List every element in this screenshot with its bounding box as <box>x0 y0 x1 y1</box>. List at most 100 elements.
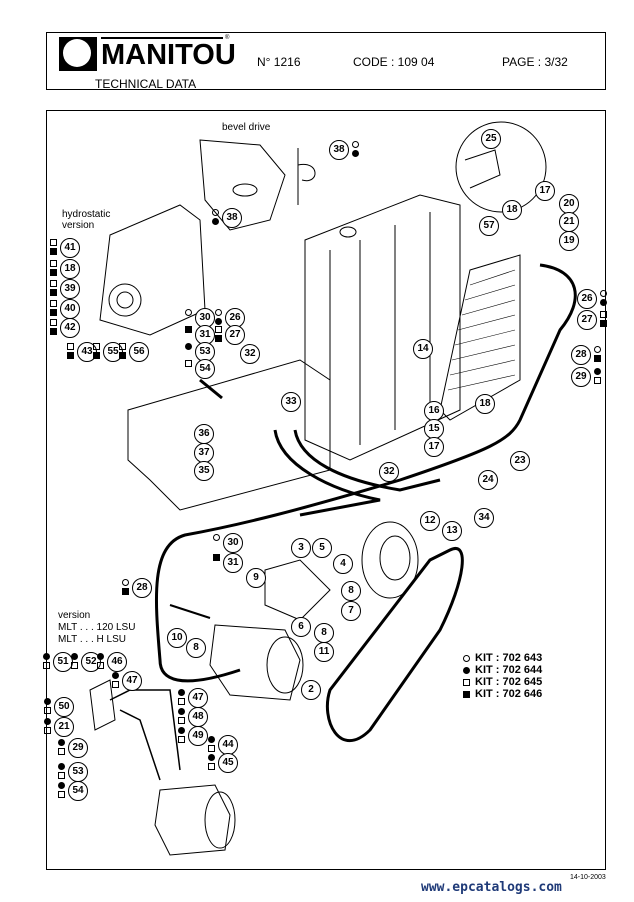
part-callout-39[interactable]: 39 <box>60 279 80 299</box>
document-code: CODE : 109 04 <box>353 55 435 69</box>
part-callout-38[interactable]: 38 <box>329 140 349 160</box>
part-callout-26[interactable]: 26 <box>225 308 245 328</box>
part-callout-32[interactable]: 32 <box>240 344 260 364</box>
open-square-icon <box>185 360 192 367</box>
part-callout-41[interactable]: 41 <box>60 238 80 258</box>
part-callout-33[interactable]: 33 <box>281 392 301 412</box>
part-callout-49[interactable]: 49 <box>188 726 208 746</box>
part-callout-21[interactable]: 21 <box>559 212 579 232</box>
part-callout-20[interactable]: 20 <box>559 194 579 214</box>
part-callout-54[interactable]: 54 <box>195 359 215 379</box>
kit-legend: KIT : 702 643 KIT : 702 644 KIT : 702 64… <box>463 652 542 700</box>
part-callout-3[interactable]: 3 <box>291 538 311 558</box>
part-callout-50[interactable]: 50 <box>54 697 74 717</box>
part-callout-48[interactable]: 48 <box>188 707 208 727</box>
part-callout-9[interactable]: 9 <box>246 568 266 588</box>
part-callout-11[interactable]: 11 <box>314 642 334 662</box>
part-callout-36[interactable]: 36 <box>194 424 214 444</box>
filled-circle-icon <box>594 368 601 375</box>
part-callout-47[interactable]: 47 <box>188 688 208 708</box>
part-callout-18[interactable]: 18 <box>60 259 80 279</box>
filled-square-icon <box>213 554 220 561</box>
part-callout-56[interactable]: 56 <box>129 342 149 362</box>
part-callout-44[interactable]: 44 <box>218 735 238 755</box>
open-square-icon <box>97 662 104 669</box>
part-callout-10[interactable]: 10 <box>167 628 187 648</box>
part-callout-4[interactable]: 4 <box>333 554 353 574</box>
open-circle-icon <box>594 346 601 353</box>
part-callout-15[interactable]: 15 <box>424 419 444 439</box>
part-callout-30[interactable]: 30 <box>223 533 243 553</box>
part-callout-37[interactable]: 37 <box>194 443 214 463</box>
part-callout-6[interactable]: 6 <box>291 617 311 637</box>
part-callout-23[interactable]: 23 <box>510 451 530 471</box>
part-callout-27[interactable]: 27 <box>577 310 597 330</box>
legend-text: KIT : 702 646 <box>475 688 543 700</box>
open-square-icon <box>208 763 215 770</box>
part-callout-34[interactable]: 34 <box>474 508 494 528</box>
open-square-icon <box>178 736 185 743</box>
open-square-icon <box>58 791 65 798</box>
open-square-icon <box>112 681 119 688</box>
filled-square-icon <box>50 289 57 296</box>
part-callout-35[interactable]: 35 <box>194 461 214 481</box>
part-callout-29[interactable]: 29 <box>571 367 591 387</box>
part-callout-29[interactable]: 29 <box>68 738 88 758</box>
part-callout-26[interactable]: 26 <box>577 289 597 309</box>
mounting-bracket <box>264 559 331 621</box>
part-callout-40[interactable]: 40 <box>60 299 80 319</box>
part-callout-8[interactable]: 8 <box>186 638 206 658</box>
website-watermark[interactable]: www.epcatalogs.com <box>421 880 562 895</box>
part-callout-17[interactable]: 17 <box>535 181 555 201</box>
open-square-icon <box>50 260 57 267</box>
legend-item: KIT : 702 646 <box>463 688 542 700</box>
part-callout-13[interactable]: 13 <box>442 521 462 541</box>
open-square-icon <box>71 662 78 669</box>
part-callout-38[interactable]: 38 <box>222 208 242 228</box>
open-square-icon <box>44 707 51 714</box>
legend-text: KIT : 702 644 <box>475 664 543 676</box>
filled-square-icon <box>215 335 222 342</box>
part-callout-31[interactable]: 31 <box>223 553 243 573</box>
open-square-icon <box>600 311 607 318</box>
part-callout-42[interactable]: 42 <box>60 318 80 338</box>
filled-circle-icon <box>212 218 219 225</box>
part-callout-28[interactable]: 28 <box>132 578 152 598</box>
filled-square-icon <box>50 309 57 316</box>
part-callout-51[interactable]: 51 <box>53 652 73 672</box>
part-callout-57[interactable]: 57 <box>479 216 499 236</box>
filled-square-icon <box>93 352 100 359</box>
brand-name: MANITOU <box>101 39 236 71</box>
part-callout-18[interactable]: 18 <box>475 394 495 414</box>
part-callout-32[interactable]: 32 <box>379 462 399 482</box>
part-callout-25[interactable]: 25 <box>481 129 501 149</box>
part-callout-28[interactable]: 28 <box>571 345 591 365</box>
part-callout-54[interactable]: 54 <box>68 781 88 801</box>
hydrostatic-label: hydrostatic <box>62 209 111 220</box>
part-callout-45[interactable]: 45 <box>218 753 238 773</box>
part-callout-19[interactable]: 19 <box>559 231 579 251</box>
filled-circle-icon <box>43 653 50 660</box>
filled-square-icon <box>122 588 129 595</box>
filled-circle-icon <box>58 739 65 746</box>
part-callout-8[interactable]: 8 <box>314 623 334 643</box>
part-callout-24[interactable]: 24 <box>478 470 498 490</box>
part-callout-53[interactable]: 53 <box>68 762 88 782</box>
part-callout-47[interactable]: 47 <box>122 671 142 691</box>
part-callout-7[interactable]: 7 <box>341 601 361 621</box>
part-callout-14[interactable]: 14 <box>413 339 433 359</box>
part-callout-16[interactable]: 16 <box>424 401 444 421</box>
part-callout-2[interactable]: 2 <box>301 680 321 700</box>
part-callout-17[interactable]: 17 <box>424 437 444 457</box>
part-callout-5[interactable]: 5 <box>312 538 332 558</box>
part-callout-12[interactable]: 12 <box>420 511 440 531</box>
logo-rule <box>101 37 223 39</box>
part-callout-18[interactable]: 18 <box>502 200 522 220</box>
part-callout-8[interactable]: 8 <box>341 581 361 601</box>
part-callout-21[interactable]: 21 <box>54 717 74 737</box>
filled-square-icon <box>600 320 607 327</box>
open-square-icon <box>50 280 57 287</box>
open-square-icon <box>58 748 65 755</box>
part-callout-46[interactable]: 46 <box>107 652 127 672</box>
part-callout-27[interactable]: 27 <box>225 325 245 345</box>
